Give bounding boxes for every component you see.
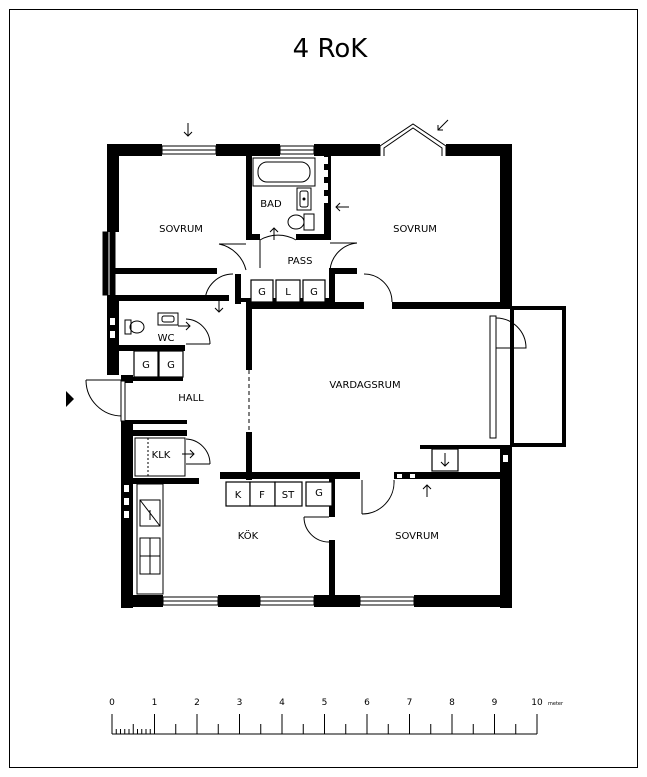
scale-label: 1	[152, 698, 158, 708]
storage-units	[133, 279, 459, 507]
windows	[102, 123, 447, 606]
fixture-label: G	[315, 488, 323, 499]
fixture-label: G	[310, 287, 318, 298]
scale-label: 7	[407, 698, 413, 708]
scale-label: 3	[237, 698, 243, 708]
arrow-sw-icon	[437, 119, 449, 131]
door-swings	[85, 234, 395, 543]
scale-label: 8	[449, 698, 455, 708]
scale-label: 0	[109, 698, 115, 708]
scale-label: 4	[279, 698, 285, 708]
scale-labels: 0 1 2 3 4 5 6 7 8 9 10	[109, 698, 543, 708]
fixture-label: K	[235, 490, 242, 501]
page-border	[9, 9, 638, 768]
fixture-label: G	[167, 360, 175, 371]
room-label-wc: WC	[158, 333, 175, 344]
bath-sink	[296, 187, 312, 211]
kitchen-counter	[136, 483, 164, 595]
room-label-sovrum-se: SOVRUM	[395, 531, 439, 542]
scale-label: 5	[322, 698, 328, 708]
fixture-labels: G L G G G K F ST G	[142, 287, 323, 501]
room-label-klk: KLK	[152, 450, 171, 461]
room-label-pass: PASS	[288, 256, 313, 267]
fixture-label: G	[258, 287, 266, 298]
fixture-label: G	[142, 360, 150, 371]
scale-label: 2	[194, 698, 200, 708]
room-label-kok: KÖK	[238, 529, 259, 542]
balcony	[489, 306, 566, 447]
plan-title: 4 RoK	[293, 34, 369, 64]
room-labels: SOVRUM SOVRUM BAD PASS WC HALL VARDAGSRU…	[152, 199, 439, 542]
fixture-label: ST	[282, 490, 295, 501]
room-label-bad: BAD	[260, 199, 282, 210]
fixture-label: L	[285, 287, 291, 298]
scale-label: 9	[492, 698, 498, 708]
scale-bar: 0 1 2 3 4 5 6 7 8 9 10 meter	[109, 698, 564, 735]
wall-blocks	[110, 157, 508, 518]
bath-toilet	[287, 213, 315, 231]
scale-label: 6	[364, 698, 370, 708]
scale-label: 10	[531, 698, 543, 708]
scale-ticks	[111, 714, 538, 734]
wc-toilet	[124, 312, 179, 335]
room-label-vardagsrum: VARDAGSRUM	[329, 380, 400, 391]
scale-unit: meter	[548, 701, 564, 707]
bathtub	[252, 157, 316, 187]
room-label-sovrum-nw: SOVRUM	[159, 224, 203, 235]
room-label-hall: HALL	[178, 393, 204, 404]
room-label-sovrum-ne: SOVRUM	[393, 224, 437, 235]
entrance-arrow-icon	[66, 391, 74, 407]
klk-shelf	[134, 437, 186, 477]
arrows	[178, 119, 450, 497]
interior-walls	[107, 144, 512, 607]
fixture-label: F	[259, 490, 265, 501]
